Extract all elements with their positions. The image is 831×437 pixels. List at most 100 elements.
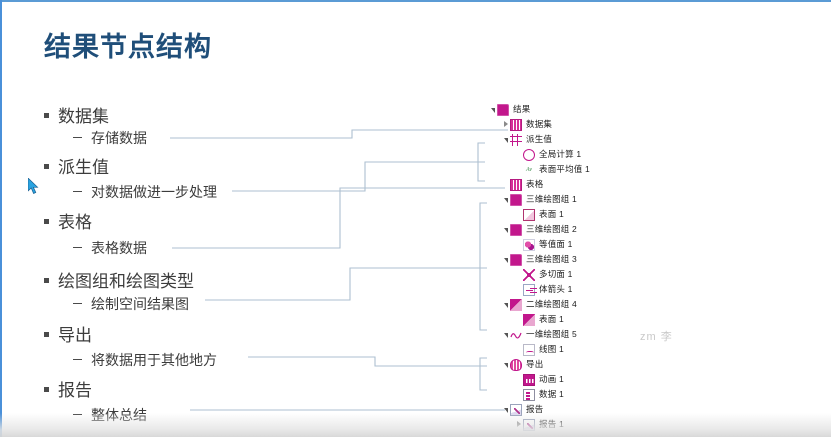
connector-export [248, 356, 487, 367]
outline-item-6: 报告 [44, 376, 92, 401]
outline-subitem-1: 存储数据 [73, 128, 147, 148]
multislice-icon [523, 268, 535, 281]
tree-node-label: 一维绘图组 5 [526, 329, 577, 340]
connector-dataset [170, 129, 508, 139]
tree-node-plot-group-1d-5[interactable]: 一维绘图组 5 [488, 327, 698, 342]
slide-frame-top-border [0, 0, 831, 2]
tree-node-results[interactable]: 结果 [488, 102, 698, 117]
report-icon [523, 418, 535, 431]
plot-group-3d-icon [510, 253, 522, 266]
tree-node-plot-group-3d-3[interactable]: 三维绘图组 3 [488, 252, 698, 267]
expand-triangle-closed-icon[interactable] [514, 420, 523, 429]
tree-node-label: 数据集 [526, 119, 553, 130]
bullet-square-icon [44, 332, 49, 338]
tree-node-plot-group-2d-4[interactable]: 二维绘图组 4 [488, 297, 698, 312]
surface-2d-icon [523, 313, 535, 326]
tree-node-label: 报告 [526, 404, 544, 415]
outline-label: 派生值 [58, 158, 109, 177]
tree-node-surface-1b[interactable]: 表面 1 [488, 312, 698, 327]
tree-node-arrow-volume-1[interactable]: 体箭头 1 [488, 282, 698, 297]
tree-node-label: 三维绘图组 1 [526, 194, 577, 205]
expand-triangle-open-icon[interactable] [501, 255, 510, 264]
wave-glyph [510, 332, 522, 339]
outline-item-4: 绘图组和绘图类型 [44, 267, 194, 292]
tree-node-surface-average[interactable]: Av 表面平均值 1 [488, 162, 698, 177]
outline-sublabel: 将数据用于其他地方 [91, 352, 217, 368]
tree-node-animation-1[interactable]: 动画 1 [488, 372, 698, 387]
plot-group-3d-icon [510, 193, 522, 206]
tree-node-isosurface-1[interactable]: 等值面 1 [488, 237, 698, 252]
surface-plot-icon [523, 208, 535, 221]
table-icon [510, 178, 522, 191]
outline-label: 表格 [58, 213, 92, 232]
outline-sublabel: 存储数据 [91, 130, 147, 146]
outline-sublabel: 绘制空间结果图 [91, 296, 189, 312]
outline-label: 导出 [58, 326, 92, 345]
expand-triangle-closed-icon[interactable] [501, 120, 510, 129]
plot-group-2d-icon [510, 298, 522, 311]
tree-node-label: 数据 1 [539, 389, 564, 400]
line-graph-icon [523, 343, 535, 356]
bracket-derived [477, 142, 485, 182]
bullet-dash-icon [73, 413, 82, 416]
bullet-square-icon [44, 219, 49, 225]
tree-node-data-1[interactable]: 数据 1 [488, 387, 698, 402]
bullet-square-icon [44, 113, 49, 119]
outline-subitem-5: 将数据用于其他地方 [73, 350, 217, 370]
report-icon [510, 403, 522, 416]
tree-node-label: 三维绘图组 3 [526, 254, 577, 265]
tree-node-label: 结果 [513, 104, 531, 115]
arrow-volume-icon [523, 283, 535, 296]
page-title: 结果节点结构 [44, 32, 212, 62]
expand-triangle-open-icon[interactable] [488, 105, 497, 114]
outline-subitem-6: 整体总结 [73, 405, 147, 425]
outline-label: 报告 [58, 381, 92, 400]
bullet-square-icon [44, 164, 49, 170]
tree-node-tables[interactable]: 表格 [488, 177, 698, 192]
tree-node-multislice-1[interactable]: 多切面 1 [488, 267, 698, 282]
outline-item-2: 派生值 [44, 153, 109, 178]
mouse-cursor-icon [28, 178, 39, 194]
tree-node-export[interactable]: 导出 [488, 357, 698, 372]
expand-triangle-open-icon[interactable] [501, 360, 510, 369]
tree-node-label: 体箭头 1 [539, 284, 573, 295]
tree-node-datasets[interactable]: 数据集 [488, 117, 698, 132]
expand-triangle-open-icon[interactable] [501, 195, 510, 204]
model-tree[interactable]: 结果 数据集 派生值 全局计算 1 Av 表面平均值 1 表格 三维绘图 [488, 102, 698, 432]
outline-sublabel: 整体总结 [91, 407, 147, 423]
expand-triangle-open-icon[interactable] [501, 330, 510, 339]
outline-label: 数据集 [58, 107, 109, 126]
global-evaluation-icon [523, 148, 535, 161]
data-export-icon [523, 388, 535, 401]
bullet-square-icon [44, 278, 49, 284]
tree-node-report-1[interactable]: 报告 1 [488, 417, 698, 432]
expand-triangle-open-icon[interactable] [501, 225, 510, 234]
bullet-dash-icon [73, 190, 82, 193]
expand-triangle-open-icon[interactable] [501, 300, 510, 309]
plot-group-1d-icon [510, 329, 522, 341]
outline-item-5: 导出 [44, 321, 92, 346]
tree-node-surface-1a[interactable]: 表面 1 [488, 207, 698, 222]
tree-node-label: 导出 [526, 359, 544, 370]
tree-node-label: 多切面 1 [539, 269, 573, 280]
tree-node-plot-group-3d-1[interactable]: 三维绘图组 1 [488, 192, 698, 207]
outline-label: 绘图组和绘图类型 [58, 272, 194, 291]
surface-average-icon: Av [526, 166, 532, 173]
bullet-square-icon [44, 387, 49, 393]
tree-node-label: 报告 1 [539, 419, 564, 430]
expand-triangle-open-icon[interactable] [501, 135, 510, 144]
dataset-grid-icon [510, 118, 522, 131]
outline-sublabel: 表格数据 [91, 240, 147, 256]
tree-node-label: 线图 1 [539, 344, 564, 355]
outline-subitem-2: 对数据做进一步处理 [73, 182, 217, 202]
tree-node-global-evaluation[interactable]: 全局计算 1 [488, 147, 698, 162]
expand-triangle-open-icon[interactable] [501, 405, 510, 414]
tree-node-label: 表面平均值 1 [539, 164, 590, 175]
tree-node-reports[interactable]: 报告 [488, 402, 698, 417]
tree-node-derived-values[interactable]: 派生值 [488, 132, 698, 147]
tree-node-line-graph-1[interactable]: 线图 1 [488, 342, 698, 357]
tree-node-plot-group-3d-2[interactable]: 三维绘图组 2 [488, 222, 698, 237]
bracket-export [479, 357, 487, 391]
results-folder-icon [497, 103, 509, 116]
